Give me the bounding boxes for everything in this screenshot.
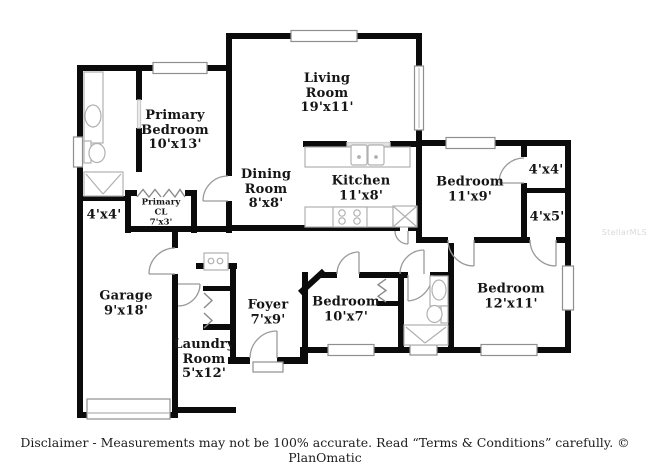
primary-bath-vanity (83, 71, 104, 144)
kitchen-counter-stove (304, 206, 394, 228)
windows (72, 29, 575, 420)
stellar-mls-watermark: StellarMLS (601, 228, 647, 237)
primary-bath-shower (83, 171, 124, 197)
room-label-closet-4x4-left: 4'x4' (86, 207, 122, 223)
room-label-closet-4x4-right: 4'x4' (528, 162, 564, 178)
kitchen-pantry (392, 205, 418, 228)
water-heater (203, 252, 229, 271)
hall-bath-toilet (426, 304, 449, 324)
room-label-closet-4x5: 4'x5' (529, 209, 565, 225)
hall-bath-vanity (429, 275, 449, 307)
fixtures (83, 71, 449, 346)
kitchen-counter-sink (304, 144, 411, 168)
hall-bath-shower (403, 324, 449, 346)
disclaimer-text: Disclaimer - Measurements may not be 100… (20, 435, 630, 465)
primary-bath-toilet (83, 140, 106, 164)
bifold-doors (136, 188, 388, 329)
